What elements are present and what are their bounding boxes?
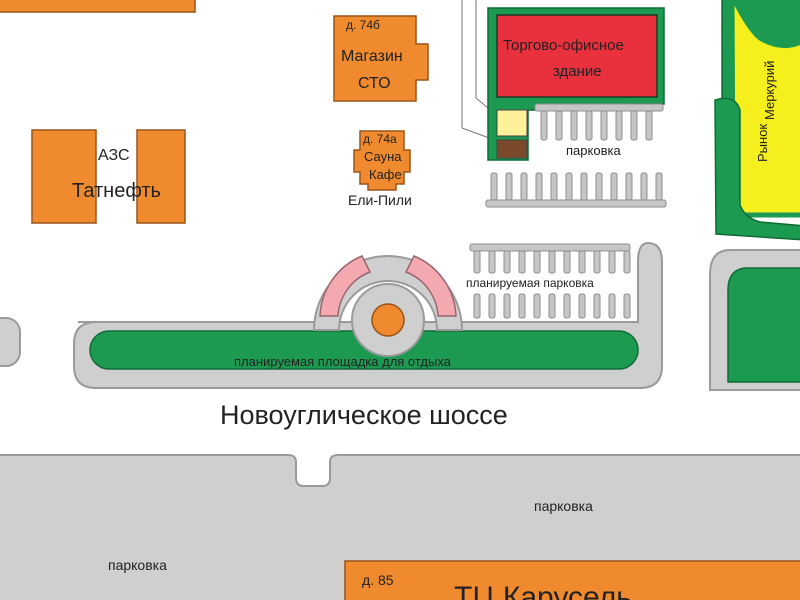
building-top-left — [0, 0, 196, 13]
label-tc: ТЦ Карусель — [454, 581, 632, 600]
label-office-line1: Торгово-офисное — [503, 37, 624, 54]
parking-top-lower — [485, 172, 667, 208]
office-brown-block — [496, 139, 528, 159]
azs-block-right — [136, 129, 186, 224]
planned-parking-stalls — [469, 243, 631, 319]
label-market-rynok: Рынок — [755, 123, 770, 162]
label-sauna: Сауна — [364, 149, 402, 164]
label-market-merkuriy: Меркурий — [762, 60, 777, 120]
label-parking-top: парковка — [566, 143, 621, 158]
label-office-line2: здание — [553, 63, 602, 80]
green-island-right-upper — [714, 97, 800, 241]
office-building — [496, 14, 658, 98]
azs-block-left — [31, 129, 97, 224]
label-azs: АЗС — [98, 147, 130, 164]
parking-top-upper — [534, 103, 664, 141]
label-planned-parking: планируемая парковка — [466, 276, 594, 290]
office-yellow-block — [496, 109, 528, 137]
pink-segment-right — [404, 255, 457, 317]
label-tatneft: Татнефть — [72, 180, 161, 202]
label-parking-right: парковка — [534, 498, 593, 514]
label-d85: д. 85 — [362, 572, 394, 588]
label-magazin: Магазин — [341, 48, 403, 65]
label-d74b: д. 74б — [346, 18, 380, 32]
label-eli-pili: Ели-Пили — [348, 192, 412, 208]
road-left-stub — [0, 317, 21, 367]
sauna-cafe-building — [353, 130, 411, 191]
label-d74a: д. 74а — [363, 132, 397, 146]
label-sto: СТО — [358, 75, 391, 92]
label-kafe: Кафе — [369, 167, 402, 182]
roundabout-circle-icon — [371, 303, 405, 337]
shop-sto-building — [333, 15, 429, 102]
tc-building — [344, 560, 800, 600]
label-planned-rest-area: планируемая площадка для отдыха — [234, 354, 451, 369]
label-parking-left: парковка — [108, 557, 167, 573]
green-island-right-lower — [727, 267, 800, 383]
label-highway: Новоуглическое шоссе — [220, 400, 508, 430]
pink-segment-left — [319, 255, 372, 317]
